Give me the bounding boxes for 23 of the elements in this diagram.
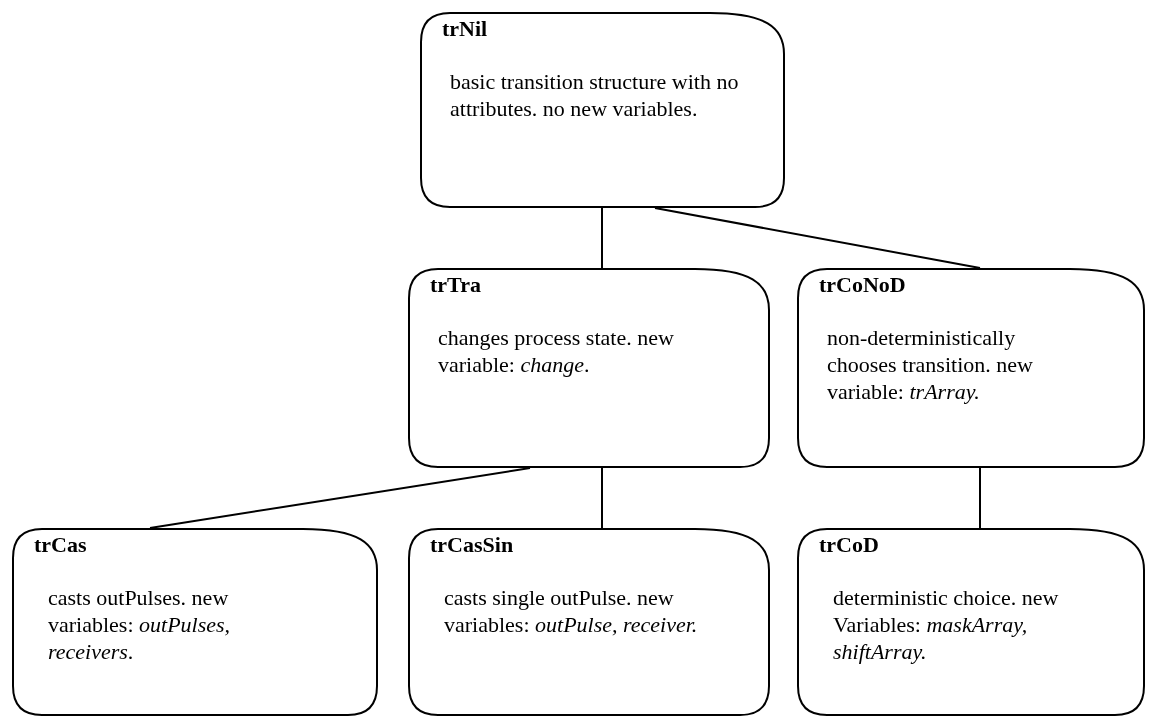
box-description: changes process state. new variable: change. — [438, 324, 675, 378]
box-heading: trCasSin — [430, 531, 514, 559]
box-heading: trCas — [34, 531, 87, 559]
box-description: casts outPulses. new variables: outPulses, receivers. — [48, 584, 232, 665]
box-heading: trNil — [442, 15, 488, 43]
class-box — [420, 12, 785, 208]
box-description: casts single outPulse. new variables: outPulse, receiver. — [444, 584, 699, 638]
box-description: deterministic choice. new Variables: maskArray, shiftArray. — [833, 584, 1060, 665]
class-box — [797, 528, 1145, 716]
class-box — [797, 268, 1145, 468]
connector-line — [654, 207, 981, 269]
box-heading: trCoNoD — [819, 271, 906, 299]
connector-line — [601, 207, 603, 269]
class-box — [12, 528, 378, 716]
box-description: non-deterministically chooses transition. new variable: trArray. — [827, 324, 1034, 405]
connector-line — [979, 467, 981, 529]
box-description: basic transition structure with no attributes. no new variables. — [450, 68, 740, 122]
box-heading: trCoD — [819, 531, 879, 559]
connector-line — [601, 467, 603, 529]
box-heading: trTra — [430, 271, 481, 299]
class-box — [408, 268, 770, 468]
connector-line — [149, 467, 531, 529]
class-box — [408, 528, 770, 716]
